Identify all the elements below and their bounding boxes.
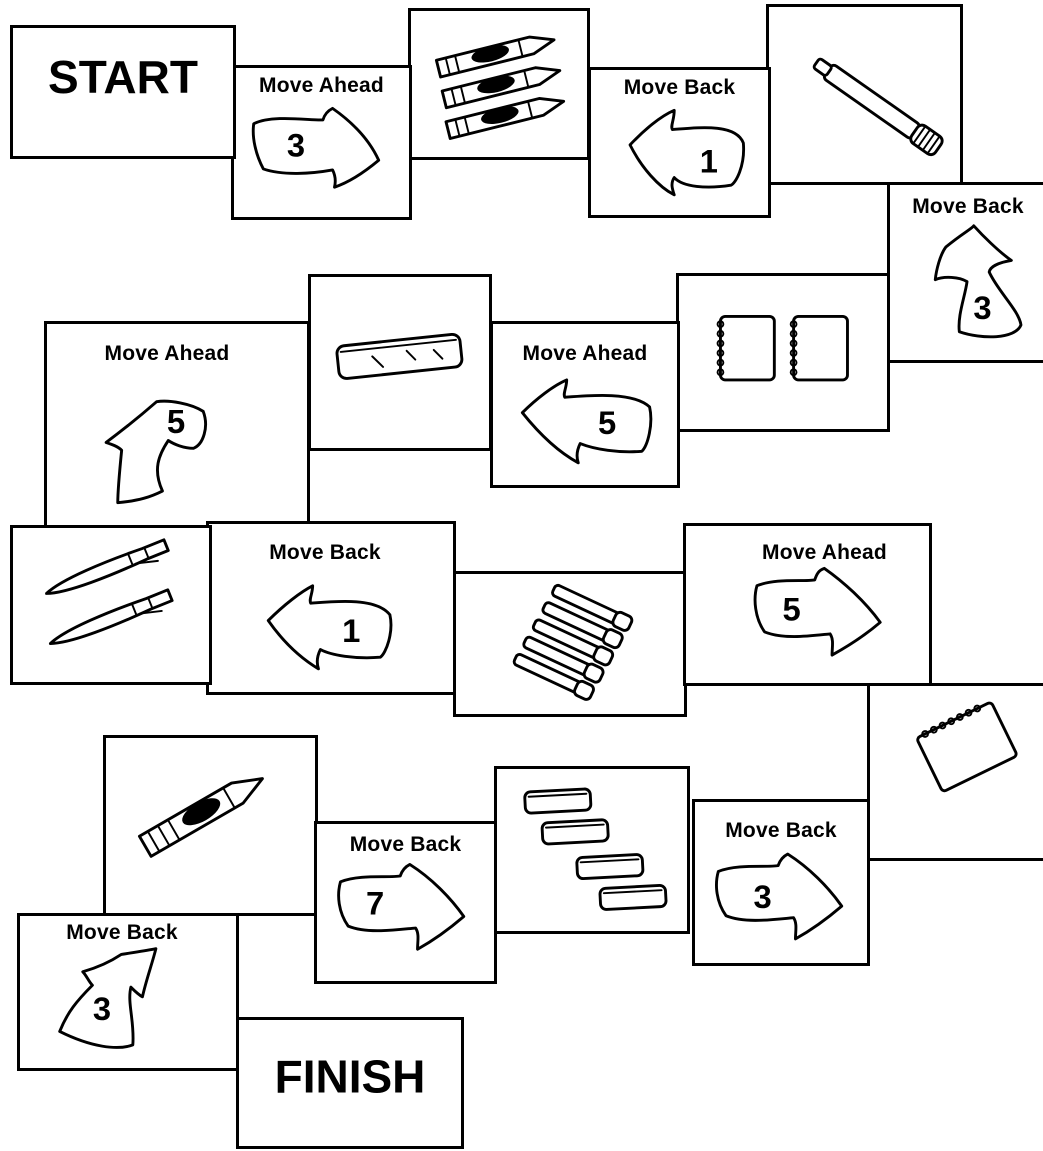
- space-move-ahead-5-down[interactable]: Move Ahead 5: [44, 321, 310, 528]
- space-move-ahead-5-left[interactable]: Move Ahead 5: [490, 321, 680, 488]
- pencil-case-icon: [311, 277, 489, 448]
- space-number: 3: [973, 289, 991, 326]
- space-crayon-picture[interactable]: [103, 735, 318, 916]
- crayon-icon: [106, 738, 315, 913]
- arrow-left-icon: 1: [591, 70, 768, 215]
- start-space[interactable]: START: [10, 25, 236, 159]
- space-move-back-3-up-right[interactable]: Move Back 3: [17, 913, 239, 1071]
- space-number: 1: [700, 143, 718, 180]
- space-pencil-case-picture[interactable]: [308, 274, 492, 451]
- arrow-right-icon: 7: [317, 824, 494, 981]
- arrow-left-icon: 5: [493, 324, 677, 485]
- space-move-ahead-5-right[interactable]: Move Ahead 5: [683, 523, 932, 686]
- pencil-cases-icon: [497, 769, 687, 931]
- space-notebooks-picture[interactable]: [676, 273, 890, 432]
- space-number: 3: [287, 126, 305, 163]
- arrow-right-icon: 3: [695, 802, 867, 963]
- space-number: 5: [782, 590, 800, 627]
- space-number: 3: [93, 990, 111, 1027]
- finish-space[interactable]: FINISH: [236, 1017, 464, 1149]
- notebooks-icon: [679, 276, 887, 429]
- crayons-icon: [411, 11, 587, 157]
- space-move-back-3-right[interactable]: Move Back 3: [692, 799, 870, 966]
- space-markers-picture[interactable]: [453, 571, 687, 717]
- space-notebook-picture[interactable]: [867, 683, 1043, 861]
- space-marker-picture[interactable]: [766, 4, 963, 185]
- space-number: 5: [167, 403, 185, 440]
- notebook-icon: [870, 686, 1043, 858]
- space-pencil-cases-picture[interactable]: [494, 766, 690, 934]
- space-move-back-1-row3[interactable]: Move Back 1: [206, 521, 456, 695]
- markers-icon: [456, 574, 684, 714]
- arrow-up-icon: 3: [890, 185, 1043, 360]
- arrow-up-right-icon: 3: [20, 916, 236, 1068]
- arrow-right-icon: 5: [686, 526, 929, 683]
- pens-icon: [13, 528, 209, 682]
- space-pens-picture[interactable]: [10, 525, 212, 685]
- finish-label: FINISH: [239, 1050, 461, 1104]
- arrow-right-icon: 3: [234, 68, 409, 217]
- space-move-back-7[interactable]: Move Back 7: [314, 821, 497, 984]
- space-crayons-picture[interactable]: [408, 8, 590, 160]
- space-move-back-1[interactable]: Move Back 1: [588, 67, 771, 218]
- space-move-back-3-up[interactable]: Move Back 3: [887, 182, 1043, 363]
- space-number: 7: [366, 885, 384, 922]
- marker-icon: [769, 7, 960, 182]
- space-number: 3: [754, 878, 772, 915]
- arrow-left-icon: 1: [209, 524, 453, 692]
- arrow-down-left-icon: 5: [47, 324, 307, 525]
- space-move-ahead-3[interactable]: Move Ahead 3: [231, 65, 412, 220]
- space-number: 1: [342, 612, 360, 649]
- space-number: 5: [598, 404, 616, 441]
- start-label: START: [13, 50, 233, 104]
